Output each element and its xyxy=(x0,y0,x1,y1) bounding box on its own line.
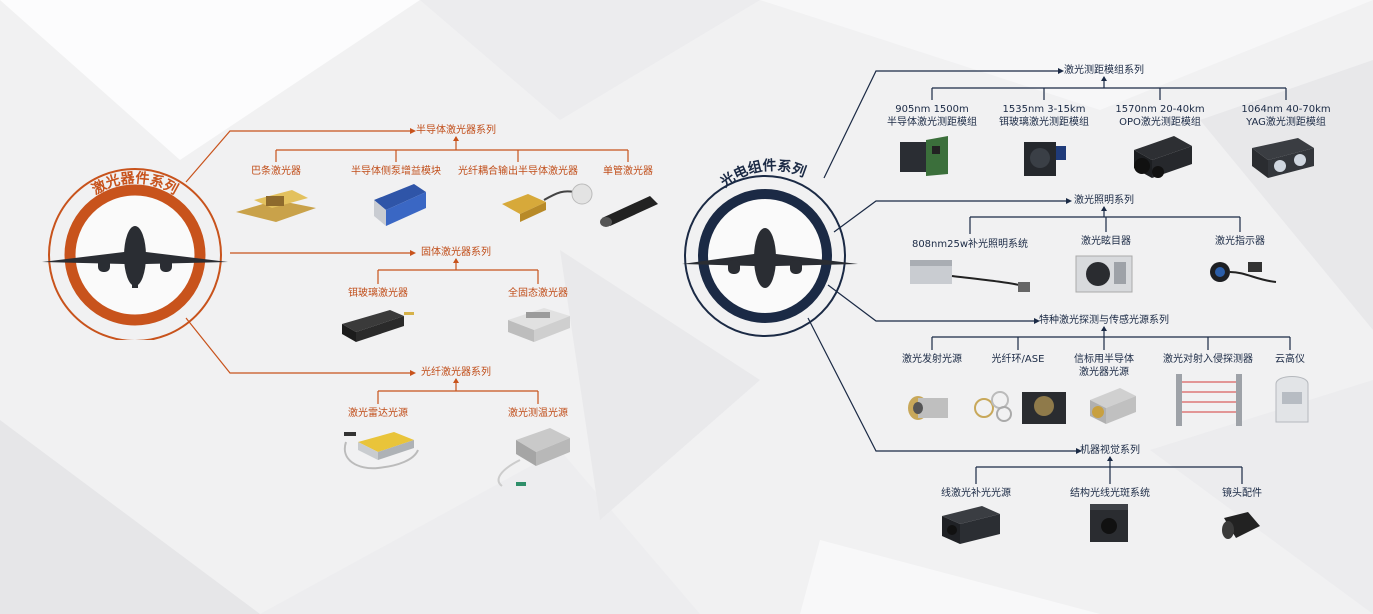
erbium-glass-laser-image xyxy=(342,310,414,342)
dazzler-image xyxy=(1075,255,1133,293)
item-label: 808nm25w补光照明系统 xyxy=(911,239,1029,250)
branch-title: 光纤激光器系列 xyxy=(421,367,491,378)
item-label: 镜头配件 xyxy=(1222,488,1262,499)
item-label: 信标用半导体激光器光源 xyxy=(1074,354,1134,378)
item-label: 激光雷达光源 xyxy=(348,408,408,419)
fiber-coupled-laser-image xyxy=(502,183,593,222)
fiber-ring-image xyxy=(974,391,1066,424)
item-label: 单管激光器 xyxy=(603,166,653,177)
side-pump-module-image xyxy=(374,184,426,226)
right-hub-title: 光电组件系列 xyxy=(716,157,808,192)
branch-title: 激光测距模组系列 xyxy=(1064,65,1144,76)
structured-light-image xyxy=(1090,504,1128,542)
branch-title: 固体激光器系列 xyxy=(421,247,491,258)
svg-text:光电组件系列: 光电组件系列 xyxy=(716,157,808,192)
item-label: 激光对射入侵探测器 xyxy=(1163,354,1253,365)
item-label: 激光眩目器 xyxy=(1081,236,1131,247)
lens-accessory-image xyxy=(1222,512,1260,539)
branch-title: 特种激光探测与传感光源系列 xyxy=(1039,315,1169,326)
ceilometer-image xyxy=(1275,376,1309,423)
left-hub-emblem: 激光器件系列 xyxy=(42,168,228,340)
branch-title: 半导体激光器系列 xyxy=(416,125,496,136)
beacon-laser-image xyxy=(1090,388,1136,424)
bar-laser-image xyxy=(236,190,316,222)
item-label: 激光指示器 xyxy=(1215,236,1265,247)
module-1064nm-image xyxy=(1252,138,1314,178)
right-hub-emblem: 光电组件系列 xyxy=(682,157,858,337)
module-1535nm-image xyxy=(1024,142,1066,176)
intrusion-detector-image xyxy=(1176,374,1242,426)
item-label: 全固态激光器 xyxy=(508,288,568,299)
item-label: 线激光补光光源 xyxy=(941,488,1011,499)
item-label: 结构光线光斑系统 xyxy=(1070,488,1150,499)
item-label: 激光测温光源 xyxy=(508,408,568,419)
laser-pointer-image xyxy=(1210,262,1277,283)
single-emitter-laser-image xyxy=(600,196,658,227)
branch-title: 激光照明系列 xyxy=(1074,195,1134,206)
item-label: 光纤环/ASE xyxy=(991,354,1045,365)
module-905nm-image xyxy=(900,136,948,176)
branch-title: 机器视觉系列 xyxy=(1080,445,1140,456)
lidar-source-image xyxy=(343,432,419,470)
item-label: 半导体侧泵增益模块 xyxy=(351,166,441,177)
emission-source-image xyxy=(908,396,948,420)
line-laser-light-image xyxy=(942,506,1000,544)
module-1570nm-image xyxy=(1134,136,1192,178)
solid-state-laser-image xyxy=(508,308,570,342)
item-label: 巴条激光器 xyxy=(251,166,301,177)
temperature-source-image xyxy=(497,428,570,487)
item-label: 铒玻璃激光器 xyxy=(348,288,408,299)
item-label: 云高仪 xyxy=(1275,354,1305,365)
illumination-808nm-image xyxy=(910,260,1030,292)
item-label: 光纤耦合输出半导体激光器 xyxy=(458,166,578,177)
item-label: 激光发射光源 xyxy=(902,354,962,365)
